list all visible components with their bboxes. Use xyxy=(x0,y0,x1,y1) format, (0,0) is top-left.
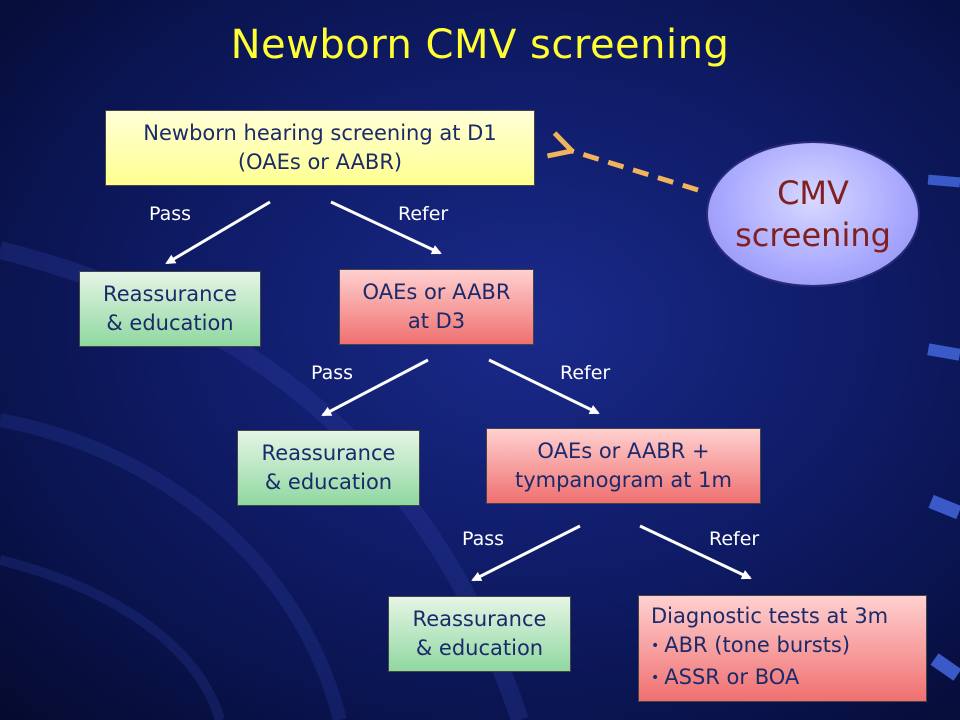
node-hearing-screening-d1: Newborn hearing screening at D1 (OAEs or… xyxy=(105,110,535,186)
arrow-refer-3 xyxy=(639,524,752,580)
slide-title: Newborn CMV screening xyxy=(230,22,730,68)
node-diag-bullet-abr: ABR (tone bursts) xyxy=(651,631,850,663)
node-diag-bullet-assr: ASSR or BOA xyxy=(651,663,799,695)
cmv-line1: CMV xyxy=(777,174,849,212)
node-reassurance-2: Reassurance & education xyxy=(237,430,420,506)
node-reassurance-1-line1: Reassurance xyxy=(103,282,237,306)
edge-label-refer-1: Refer xyxy=(398,203,449,225)
node-oaes-aabr-d3: OAEs or AABR at D3 xyxy=(339,269,534,345)
node-reassurance-2-line1: Reassurance xyxy=(261,441,396,465)
cmv-line2: screening xyxy=(735,216,891,254)
arrow-pass-3 xyxy=(471,524,581,582)
node-d3-line1: OAEs or AABR xyxy=(362,280,511,304)
node-reassurance-1: Reassurance & education xyxy=(79,271,261,347)
edge-label-refer-2: Refer xyxy=(560,362,611,384)
node-reassurance-2-line2: & education xyxy=(264,470,393,494)
arrow-refer-1 xyxy=(330,200,442,255)
node-reassurance-3-line1: Reassurance xyxy=(412,607,547,631)
arrow-cmv-dashed xyxy=(572,151,699,193)
edge-label-refer-3: Refer xyxy=(709,528,760,550)
arrow-pass-1 xyxy=(165,200,271,265)
node-1m-line2: tympanogram at 1m xyxy=(514,468,733,492)
node-reassurance-3: Reassurance & education xyxy=(388,596,571,672)
arrow-pass-2 xyxy=(321,358,429,417)
node-reassurance-3-line2: & education xyxy=(415,636,544,660)
arrow-refer-2 xyxy=(488,358,600,415)
node-d1-line2: (OAEs or AABR) xyxy=(237,150,403,174)
node-oaes-aabr-tympanogram-1m: OAEs or AABR + tympanogram at 1m xyxy=(486,428,761,504)
node-reassurance-1-line2: & education xyxy=(106,311,234,335)
node-diagnostic-tests-3m: Diagnostic tests at 3m ABR (tone bursts)… xyxy=(638,595,927,702)
node-d1-line1: Newborn hearing screening at D1 xyxy=(143,121,497,145)
cmv-screening-ellipse: CMV screening xyxy=(706,141,920,287)
node-d3-line2: at D3 xyxy=(407,309,466,333)
node-diag-heading: Diagnostic tests at 3m xyxy=(651,604,889,628)
edge-label-pass-2: Pass xyxy=(311,362,354,384)
edge-label-pass-1: Pass xyxy=(149,203,192,225)
edge-label-pass-3: Pass xyxy=(462,528,505,550)
node-1m-line1: OAEs or AABR + xyxy=(537,439,710,463)
